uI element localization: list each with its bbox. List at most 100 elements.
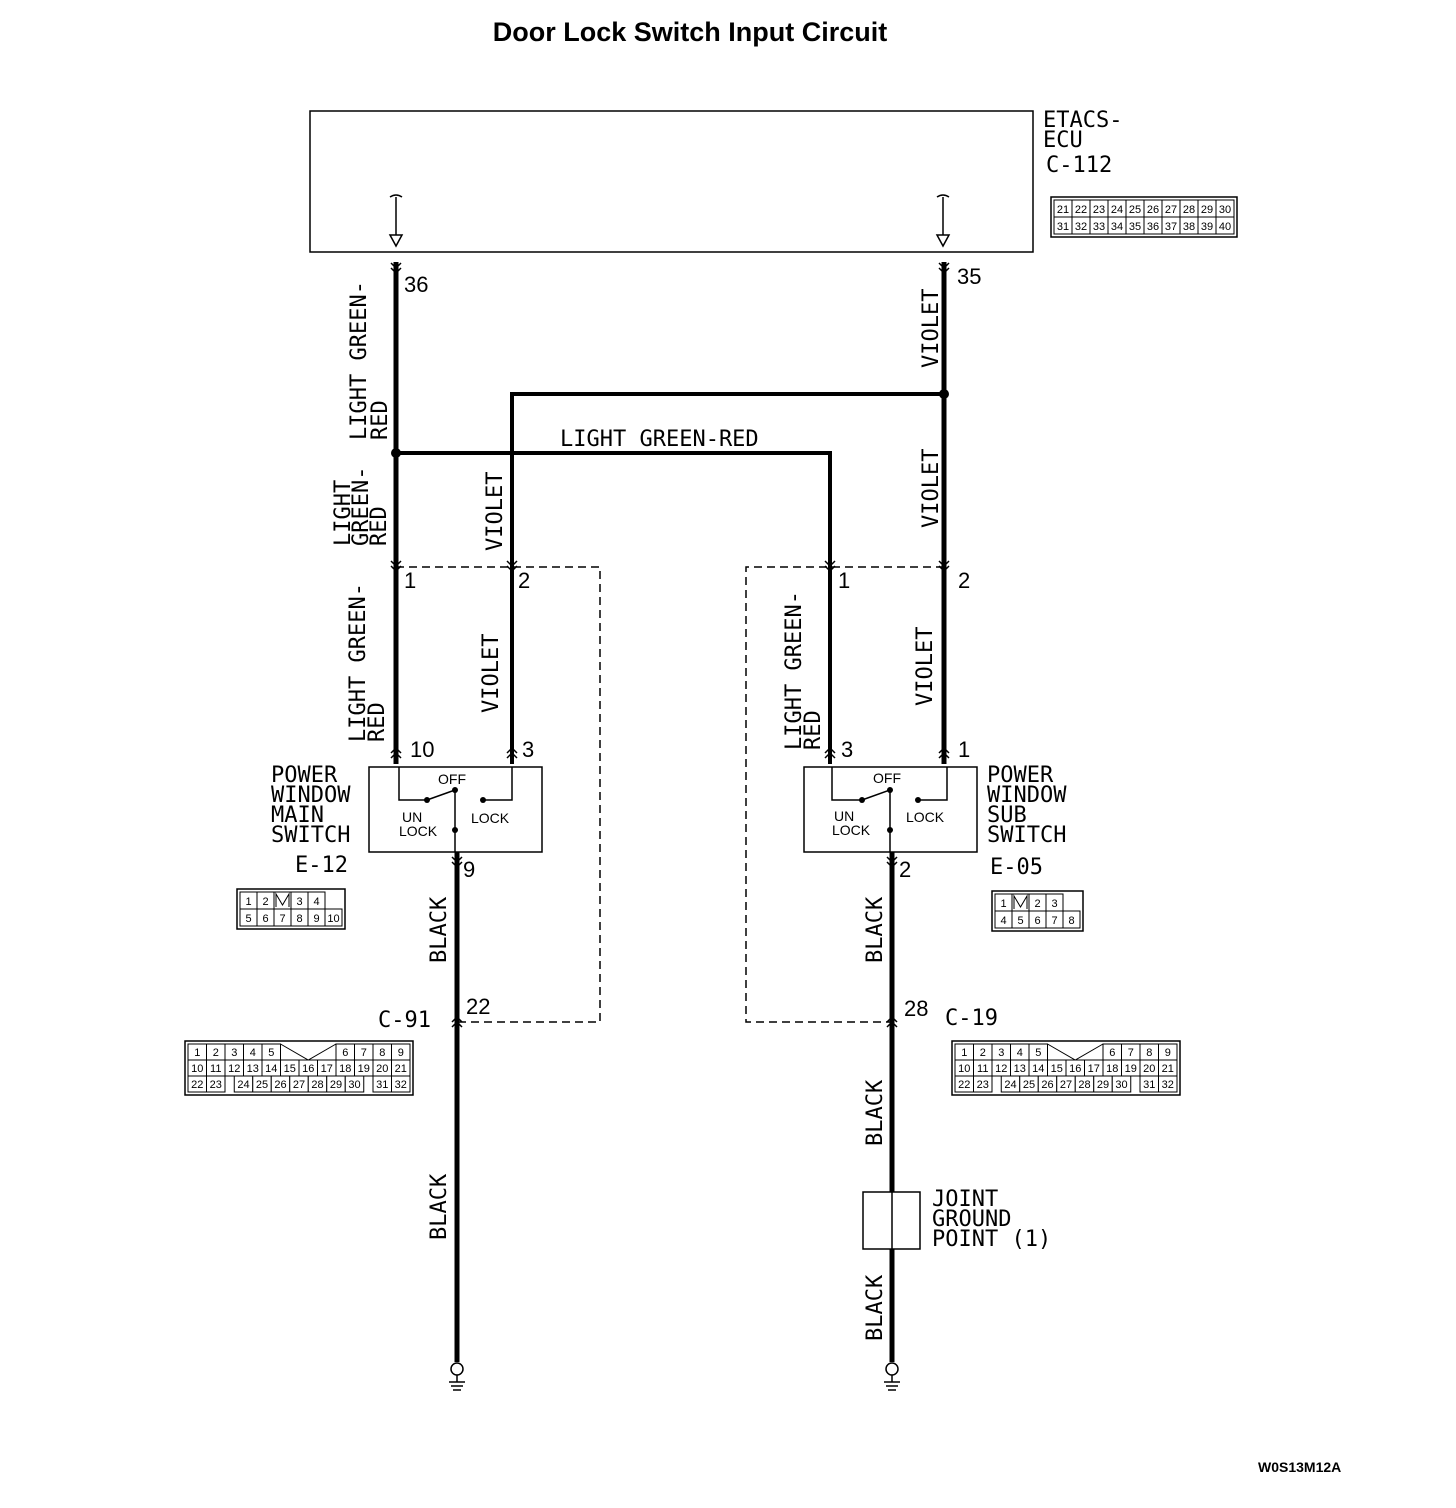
e12-pin: 6: [262, 913, 268, 925]
c91-pin: 2: [213, 1047, 219, 1059]
etacs-ecu-box: [309, 110, 1034, 253]
c91-pin: 22: [191, 1079, 203, 1091]
ground-symbol-sub: [884, 1362, 900, 1391]
c112-pin: 27: [1165, 204, 1177, 216]
c112-pin: 34: [1111, 221, 1123, 233]
e05-pin: 2: [1034, 898, 1040, 910]
pin-3-sub-label: 3: [841, 737, 853, 762]
dashed-boundary-main: [396, 566, 601, 1023]
e12-pin: 3: [296, 896, 302, 908]
c19-pin: 13: [1014, 1063, 1026, 1075]
chevron-main-3: [506, 746, 518, 759]
c19-pin: 11: [977, 1063, 988, 1075]
pin-9-label: 9: [463, 857, 475, 882]
e12-pin: 7: [279, 913, 285, 925]
sub-switch-name-2: WINDOW: [987, 783, 1067, 808]
c91-pin: 11: [210, 1063, 221, 1075]
e05-pin: 7: [1051, 915, 1057, 927]
c19-pin: 9: [1165, 1047, 1171, 1059]
wire-label-violet-left-low: VIOLET: [479, 634, 504, 713]
c19-pin: 32: [1162, 1079, 1174, 1091]
c91-pin: 24: [237, 1079, 249, 1091]
wire-label-violet-right-mid: VIOLET: [919, 449, 944, 528]
wire-label-black-sub-3: BLACK: [863, 1274, 888, 1341]
c91-pin: 28: [311, 1079, 323, 1091]
e12-pin: 8: [296, 913, 302, 925]
c91-pin: 10: [191, 1063, 203, 1075]
c91-pin: 32: [395, 1079, 407, 1091]
c19-pin: 1: [961, 1047, 967, 1059]
chevron-35: [938, 262, 950, 275]
pin-1-sub-label: 1: [838, 568, 850, 593]
main-switch-name-2: WINDOW: [271, 783, 351, 808]
wire-label-lgr-top-2: RED: [368, 400, 393, 440]
main-switch-connector-label: E-12: [295, 853, 348, 878]
c91-pin: 14: [265, 1063, 277, 1075]
chevron-sub-1b: [938, 746, 950, 759]
wire-label-violet-left-mid: VIOLET: [483, 472, 508, 551]
c91-pin: 17: [321, 1063, 333, 1075]
c91-pin: 1: [194, 1047, 200, 1059]
main-switch-lock-label: LOCK: [471, 810, 510, 826]
wire-label-black-sub-1: BLACK: [863, 896, 888, 963]
main-switch-off-label: OFF: [438, 771, 466, 787]
e12-pin: 4: [313, 896, 319, 908]
c19-pin: 30: [1115, 1079, 1127, 1091]
e12-pin: 5: [245, 913, 251, 925]
c19-pin: 25: [1023, 1079, 1035, 1091]
e12-pin: 10: [327, 913, 339, 925]
c19-pin: 7: [1128, 1047, 1134, 1059]
e05-pin: 3: [1051, 898, 1057, 910]
c112-pin: 25: [1129, 204, 1141, 216]
c112-pin: 36: [1147, 221, 1159, 233]
dashed-boundary-sub: [745, 566, 944, 1023]
wire-label-lgr-horizontal: LIGHT GREEN-RED: [560, 427, 759, 452]
c91-pin: 8: [379, 1047, 385, 1059]
c19-pin: 12: [995, 1063, 1007, 1075]
pin-36-label: 36: [404, 272, 428, 297]
c19-pin: 21: [1162, 1063, 1174, 1075]
c112-pin: 22: [1075, 204, 1087, 216]
diagram-title: Door Lock Switch Input Circuit: [493, 17, 888, 47]
e05-pin: 5: [1017, 915, 1023, 927]
wire-label-black-main-2: BLACK: [427, 1173, 452, 1240]
ecu-name-line1: ETACS-: [1043, 108, 1122, 133]
c91-pin: 30: [348, 1079, 360, 1091]
c91-pin: 13: [247, 1063, 259, 1075]
wire-label-violet-top: VIOLET: [919, 289, 944, 368]
c19-pin: 3: [998, 1047, 1004, 1059]
c112-pin: 26: [1147, 204, 1159, 216]
c91-pin: 23: [210, 1079, 222, 1091]
wire-label-lgr-low-2: RED: [365, 702, 390, 742]
sub-switch-name-3: SUB: [987, 803, 1027, 828]
main-switch-name-3: MAIN: [271, 803, 324, 828]
c19-pin: 31: [1143, 1079, 1155, 1091]
c19-pin: 8: [1146, 1047, 1152, 1059]
wire-label-lgr-sub-1: LIGHT GREEN-: [782, 591, 807, 750]
c19-pin: 6: [1109, 1047, 1115, 1059]
c91-pin: 29: [330, 1079, 342, 1091]
c91-pin: 7: [361, 1047, 367, 1059]
wire-light-green-red-crossover: [396, 451, 832, 764]
c91-pin: 25: [256, 1079, 268, 1091]
c112-pin: 29: [1201, 204, 1213, 216]
c112-pin: 32: [1075, 221, 1087, 233]
c19-pin: 19: [1125, 1063, 1137, 1075]
ecu-output-arrow-35: [935, 194, 951, 248]
joint-ground-point-box: [862, 1191, 921, 1250]
pin-10-label: 10: [410, 737, 434, 762]
c19-pin: 5: [1035, 1047, 1041, 1059]
main-switch-name-1: POWER: [271, 763, 338, 788]
c91-pin: 19: [358, 1063, 370, 1075]
c91-pin: 12: [228, 1063, 240, 1075]
sub-switch-name-1: POWER: [987, 763, 1054, 788]
c19-pin: 17: [1088, 1063, 1100, 1075]
c112-pin: 24: [1111, 204, 1123, 216]
c19-pin: 16: [1069, 1063, 1081, 1075]
c91-connector-label: C-91: [378, 1008, 431, 1033]
